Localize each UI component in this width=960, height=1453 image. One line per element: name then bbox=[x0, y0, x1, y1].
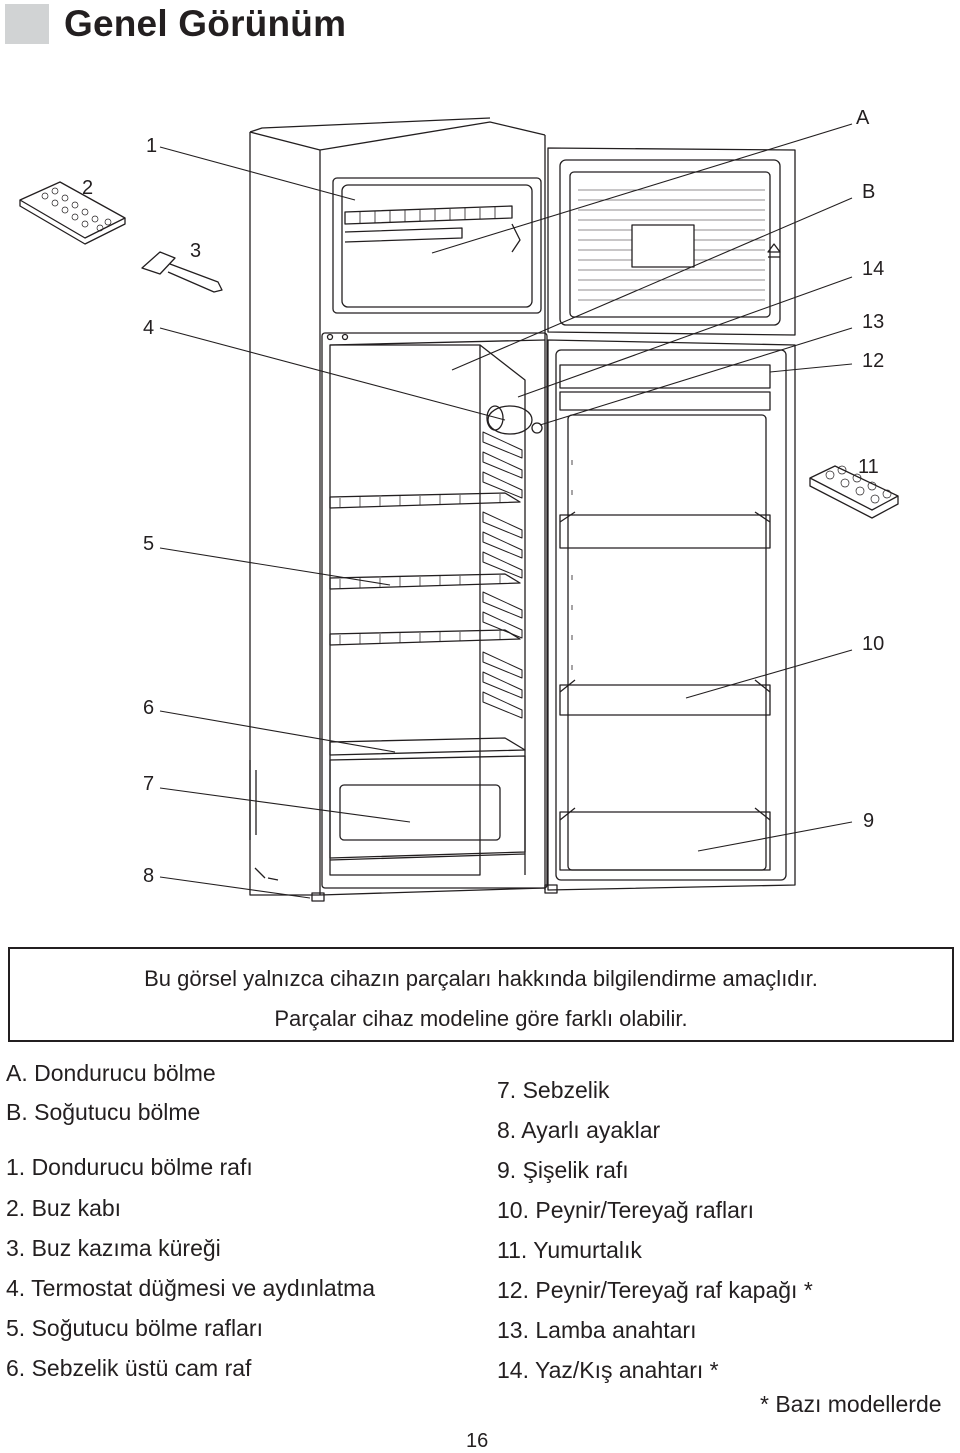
callout-b: B bbox=[862, 181, 876, 203]
title-marker bbox=[5, 4, 49, 44]
callout-1: 1 bbox=[146, 135, 158, 157]
legend-item-6: 6. Sebzelik üstü cam raf bbox=[6, 1355, 252, 1381]
legend-item-12: 12. Peynir/Tereyağ raf kapağı * bbox=[497, 1277, 813, 1303]
legend-item-1: 1. Dondurucu bölme rafı bbox=[6, 1154, 253, 1180]
callout-11: 11 bbox=[858, 456, 879, 478]
legend-item-13: 13. Lamba anahtarı bbox=[497, 1317, 697, 1343]
callout-6: 6 bbox=[143, 697, 155, 719]
callout-2: 2 bbox=[82, 177, 94, 199]
legend-item-14: 14. Yaz/Kış anahtarı * bbox=[497, 1357, 719, 1383]
legend-item-7: 7. Sebzelik bbox=[497, 1077, 610, 1103]
notice-box: Bu görsel yalnızca cihazın parçaları hak… bbox=[8, 947, 954, 1042]
callout-9: 9 bbox=[863, 810, 875, 832]
page-number: 16 bbox=[466, 1430, 489, 1452]
notice-line-1: Bu görsel yalnızca cihazın parçaları hak… bbox=[144, 966, 818, 991]
legend-item-2: 2. Buz kabı bbox=[6, 1195, 122, 1221]
callout-13: 13 bbox=[862, 311, 885, 333]
legend-item-3: 3. Buz kazıma küreği bbox=[6, 1235, 221, 1261]
callout-a: A bbox=[856, 107, 870, 129]
legend-item-8: 8. Ayarlı ayaklar bbox=[497, 1117, 661, 1143]
callout-12: 12 bbox=[862, 350, 885, 372]
legend-item-5: 5. Soğutucu bölme rafları bbox=[6, 1315, 263, 1341]
callout-10: 10 bbox=[862, 633, 885, 655]
legend-item-a: A. Dondurucu bölme bbox=[6, 1060, 216, 1086]
notice-line-2: Parçalar cihaz modeline göre farklı olab… bbox=[274, 1006, 688, 1031]
callout-8: 8 bbox=[143, 865, 155, 887]
refrigerator-diagram bbox=[19, 117, 899, 902]
legend-item-11: 11. Yumurtalık bbox=[497, 1237, 642, 1263]
callout-14: 14 bbox=[862, 258, 885, 280]
legend-item-4: 4. Termostat düğmesi ve aydınlatma bbox=[6, 1275, 376, 1301]
page-title: Genel Görünüm bbox=[64, 3, 347, 44]
callout-7: 7 bbox=[143, 773, 155, 795]
footnote: * Bazı modellerde bbox=[760, 1391, 942, 1417]
callout-3: 3 bbox=[190, 240, 202, 262]
callout-4: 4 bbox=[143, 317, 155, 339]
legend-item-10: 10. Peynir/Tereyağ rafları bbox=[497, 1197, 754, 1223]
legend-item-b: B. Soğutucu bölme bbox=[6, 1099, 201, 1125]
legend-item-9: 9. Şişelik rafı bbox=[497, 1157, 629, 1183]
callout-5: 5 bbox=[143, 533, 155, 555]
